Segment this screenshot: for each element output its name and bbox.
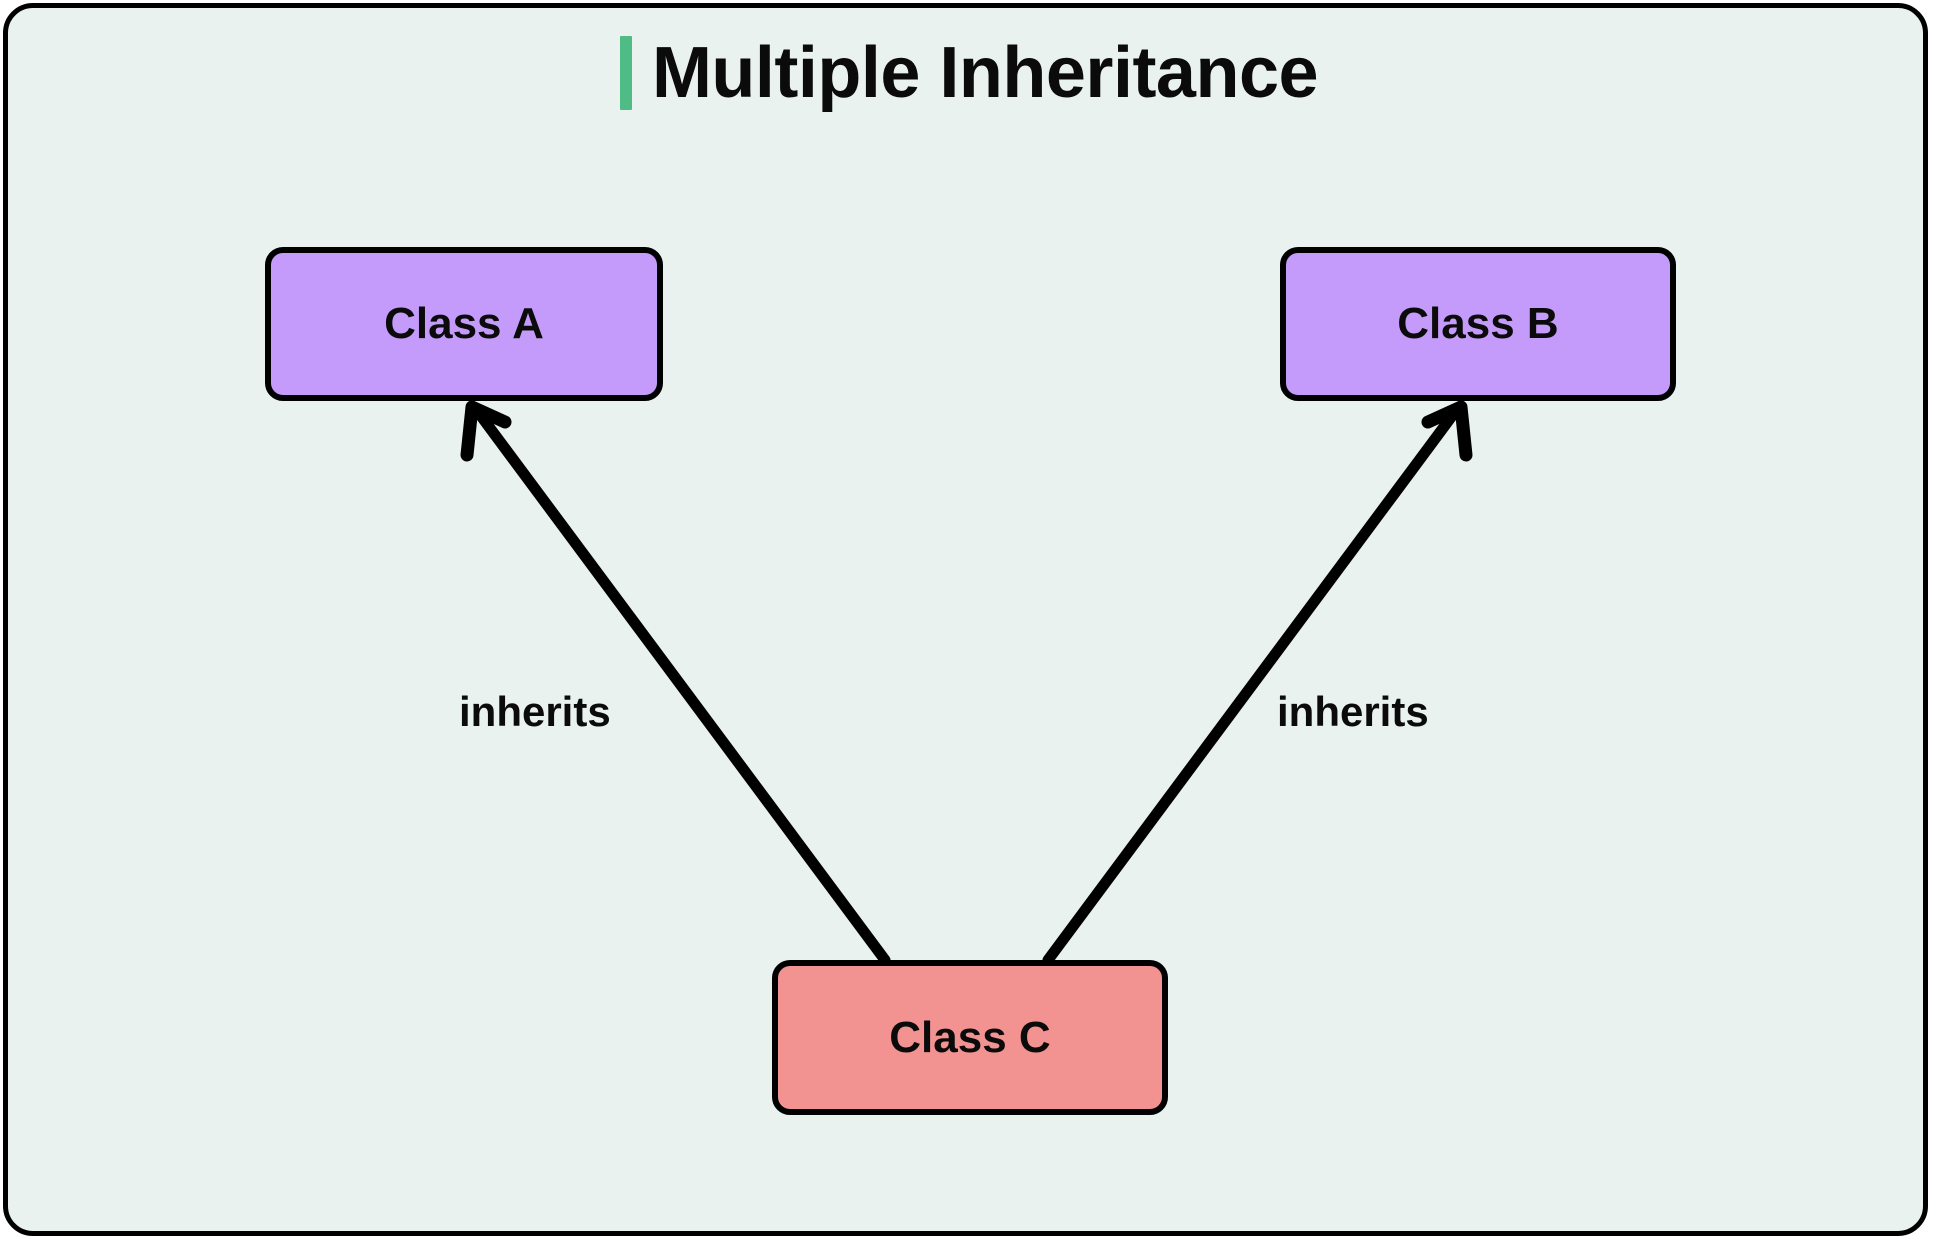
edge-line-c-b <box>1042 406 1461 966</box>
node-class-c[interactable]: Class C <box>772 960 1168 1115</box>
node-class-b[interactable]: Class B <box>1280 247 1676 401</box>
edge-label-inherits-left: inherits <box>459 688 611 735</box>
node-class-a-label: Class A <box>384 299 544 348</box>
node-class-a[interactable]: Class A <box>265 247 663 401</box>
arrowhead-c-a <box>460 400 512 462</box>
node-class-c-label: Class C <box>889 1012 1051 1062</box>
edge-line-c-a <box>472 406 891 966</box>
edge-class-c-to-class-b <box>1042 400 1473 966</box>
node-class-b-label: Class B <box>1397 299 1559 348</box>
edge-label-inherits-right: inherits <box>1277 688 1429 735</box>
arrowhead-c-b <box>1421 400 1473 462</box>
edge-class-c-to-class-a <box>460 400 891 966</box>
